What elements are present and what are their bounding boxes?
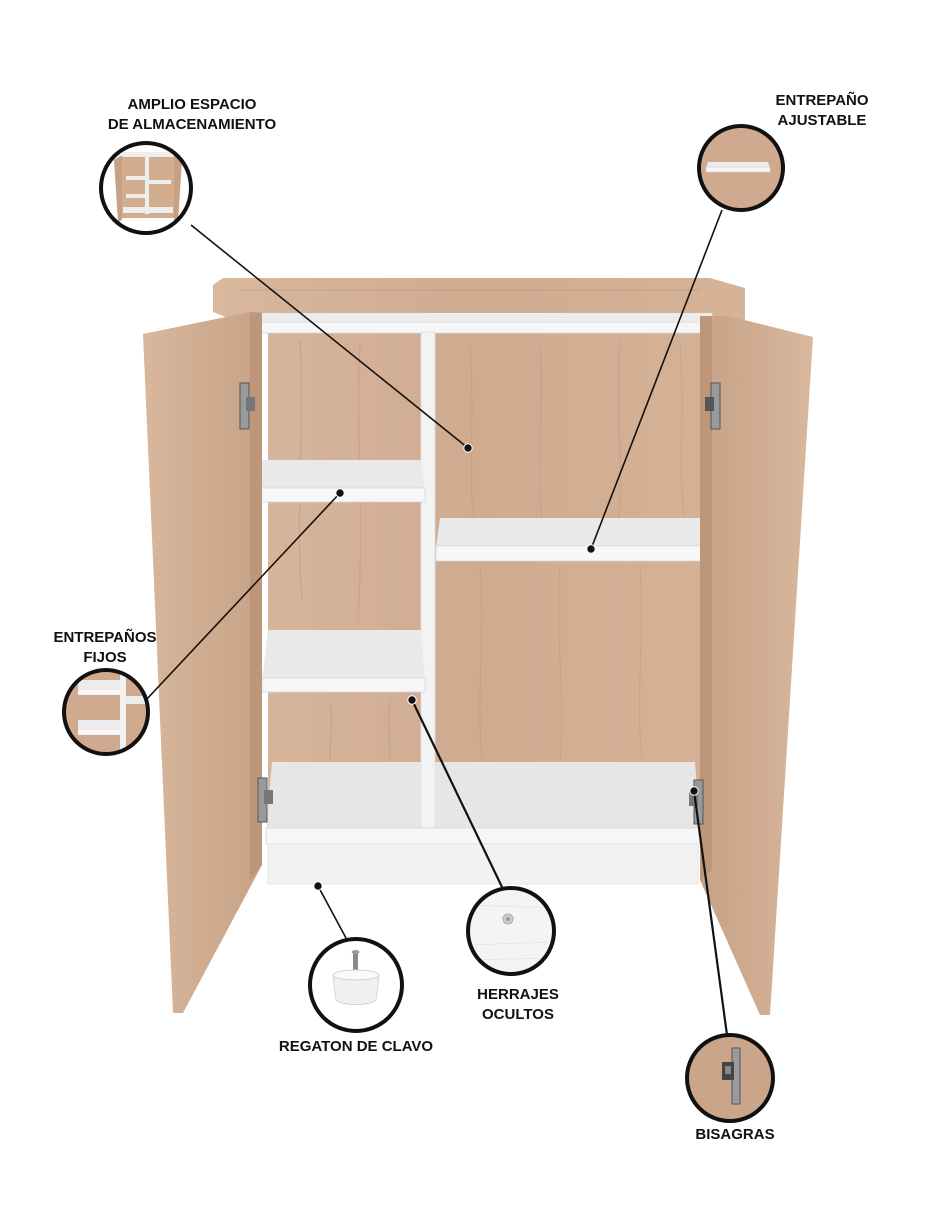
label-fixed-shelves: ENTREPAÑOS FIJOS bbox=[45, 628, 165, 668]
label-fixed-line1: ENTREPAÑOS bbox=[53, 629, 157, 646]
fixed-shelves-thumbnail bbox=[62, 668, 150, 756]
top-shelf-edge bbox=[244, 321, 716, 334]
left-door bbox=[143, 312, 262, 1013]
hinge-top-left bbox=[239, 382, 255, 430]
leader-adjustable bbox=[590, 209, 723, 550]
bottom-floor bbox=[266, 762, 421, 832]
hinge-bottom-left bbox=[257, 777, 273, 823]
leader-lines bbox=[145, 209, 729, 1036]
label-hinges: BISAGRAS bbox=[675, 1125, 795, 1145]
label-storage: AMPLIO ESPACIO DE ALMACENAMIENTO bbox=[92, 95, 292, 135]
plinth bbox=[267, 843, 699, 885]
leader-fixed bbox=[145, 492, 341, 701]
nail-glide-icon bbox=[308, 937, 404, 1033]
label-adjustable-shelf: ENTREPAÑO AJUSTABLE bbox=[762, 91, 882, 131]
left-shelf-lower bbox=[262, 630, 425, 680]
hinge-top-right bbox=[705, 382, 721, 430]
leader-lock bbox=[411, 699, 503, 888]
label-adjustable-line1: ENTREPAÑO bbox=[775, 92, 869, 109]
label-hinges-text: BISAGRAS bbox=[695, 1126, 775, 1143]
label-storage-line1: AMPLIO ESPACIO bbox=[127, 96, 257, 113]
label-storage-line2: DE ALMACENAMIENTO bbox=[107, 116, 277, 133]
label-fixed-line2: FIJOS bbox=[83, 649, 127, 666]
leader-storage bbox=[190, 224, 469, 449]
right-door bbox=[700, 316, 813, 1015]
left-shelf-upper bbox=[252, 460, 425, 490]
leader-glide bbox=[317, 885, 347, 939]
leader-hinge bbox=[692, 790, 729, 1036]
hinge-icon bbox=[685, 1033, 775, 1123]
leader-dots bbox=[313, 443, 699, 891]
vertical-divider bbox=[420, 331, 436, 833]
label-hardware-line2: OCULTOS bbox=[482, 1006, 554, 1023]
cabinet-thumbnail bbox=[99, 141, 193, 235]
label-hidden-hardware: HERRAJES OCULTOS bbox=[458, 985, 578, 1025]
bottom-floor-edge bbox=[265, 827, 701, 845]
shelf-thumbnail bbox=[697, 124, 785, 212]
label-hardware-line1: HERRAJES bbox=[477, 986, 559, 1003]
label-nail-glide: REGATON DE CLAVO bbox=[256, 1037, 456, 1057]
label-adjustable-line2: AJUSTABLE bbox=[777, 112, 867, 129]
right-adjustable-shelf bbox=[436, 518, 705, 548]
cam-lock-icon bbox=[466, 886, 556, 976]
label-nail-glide-text: REGATON DE CLAVO bbox=[278, 1038, 434, 1055]
